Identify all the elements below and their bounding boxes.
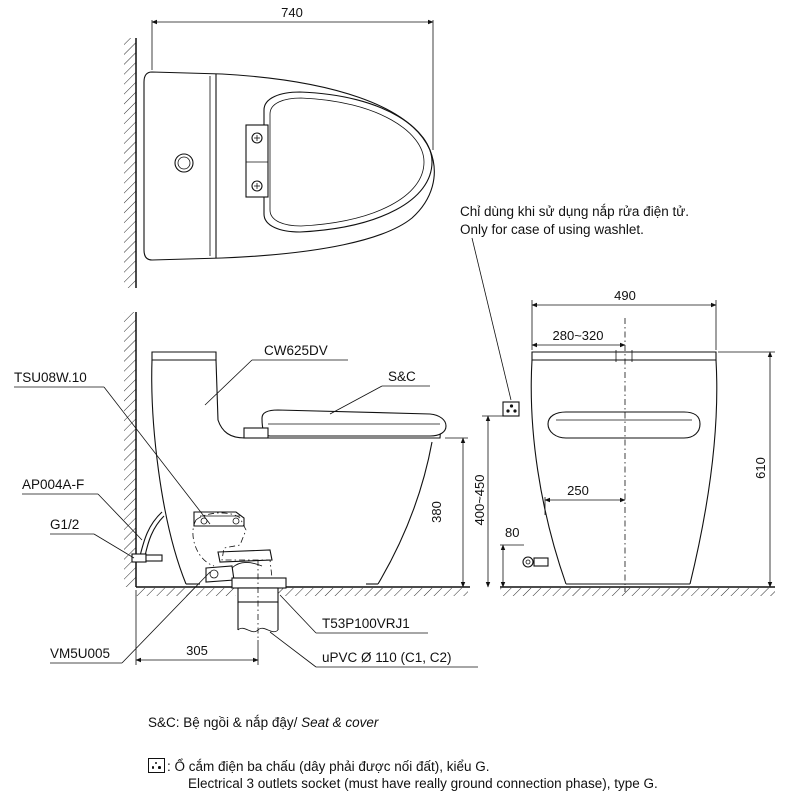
side-view: 380 305 CW625DV S&C TSU08W.10 AP004A-F G…: [14, 312, 478, 668]
socket-legend-vi: : Ổ cắm điện ba chấu (dây phải được nối …: [167, 759, 490, 774]
socket-icon: [148, 758, 165, 773]
front-total-height-dim: 610: [753, 457, 768, 479]
seat-cover-label: S&C: [388, 369, 416, 384]
top-view: 740: [124, 5, 435, 288]
wall-hatch-side: [124, 312, 136, 587]
front-offset-dim: 280~320: [553, 328, 604, 343]
top-width-dim: 740: [281, 5, 303, 20]
g12-callout: G1/2: [50, 517, 79, 532]
t53-callout: T53P100VRJ1: [322, 616, 410, 631]
socket-legend-en: Electrical 3 outlets socket (must have r…: [188, 776, 658, 791]
socket-legend: : Ổ cắm điện ba chấu (dây phải được nối …: [148, 758, 658, 792]
side-depth-dim: 305: [186, 643, 208, 658]
washlet-note-vi: Chỉ dùng khi sử dụng nắp rửa điện tử.: [460, 204, 689, 219]
front-half-dim: 250: [567, 483, 589, 498]
upvc-callout: uPVC Ø 110 (C1, C2): [322, 650, 452, 665]
front-valve-dim: 80: [505, 525, 519, 540]
front-width-dim: 490: [614, 288, 636, 303]
model-label: CW625DV: [264, 343, 328, 358]
seat-cover-legend-en: Seat & cover: [301, 715, 379, 730]
ap004-callout: AP004A-F: [22, 477, 84, 492]
washlet-note-en: Only for case of using washlet.: [460, 222, 644, 237]
side-height-dim: 380: [429, 501, 444, 523]
wall-hatch-top: [124, 38, 136, 288]
front-view: 490 280~320 250 80 400~450 610 Chỉ dùng …: [460, 204, 775, 596]
front-socket-height-dim: 400~450: [472, 475, 487, 526]
tsu-callout: TSU08W.10: [14, 370, 87, 385]
seat-cover-legend: S&C: Bệ ngồi & nắp đậy/ Seat & cover: [148, 714, 378, 731]
vm5u-callout: VM5U005: [50, 646, 110, 661]
seat-cover-legend-vi: S&C: Bệ ngồi & nắp đậy/: [148, 715, 302, 730]
